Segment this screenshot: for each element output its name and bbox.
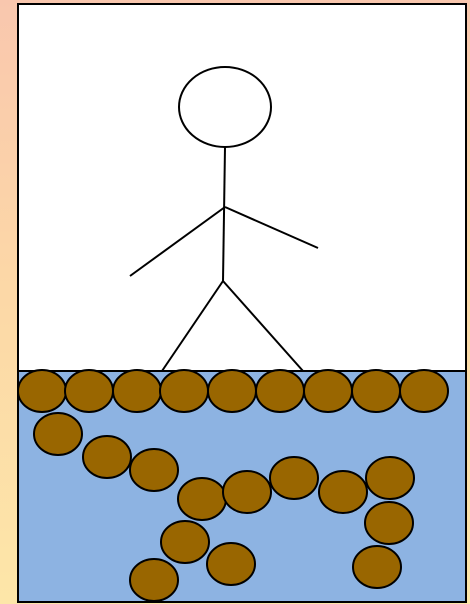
particle-top-row — [208, 370, 256, 412]
particle-top-row — [400, 370, 448, 412]
particle-scattered — [365, 502, 413, 544]
particle-scattered — [270, 457, 318, 499]
particle-scattered — [366, 457, 414, 499]
particle-top-row — [352, 370, 400, 412]
particle-scattered — [223, 471, 271, 513]
particle-scattered — [83, 436, 131, 478]
particle-scattered — [319, 471, 367, 513]
particle-scattered — [130, 449, 178, 491]
particle-top-row — [256, 370, 304, 412]
particle-scattered — [353, 546, 401, 588]
particle-top-row — [65, 370, 113, 412]
particle-top-row — [160, 370, 208, 412]
particle-top-row — [18, 370, 66, 412]
particle-scattered — [178, 478, 226, 520]
particle-scattered — [207, 543, 255, 585]
particle-top-row — [113, 370, 161, 412]
particle-scattered — [130, 559, 178, 601]
particle-scattered — [161, 521, 209, 563]
particle-top-row — [304, 370, 352, 412]
particle-scattered — [34, 413, 82, 455]
